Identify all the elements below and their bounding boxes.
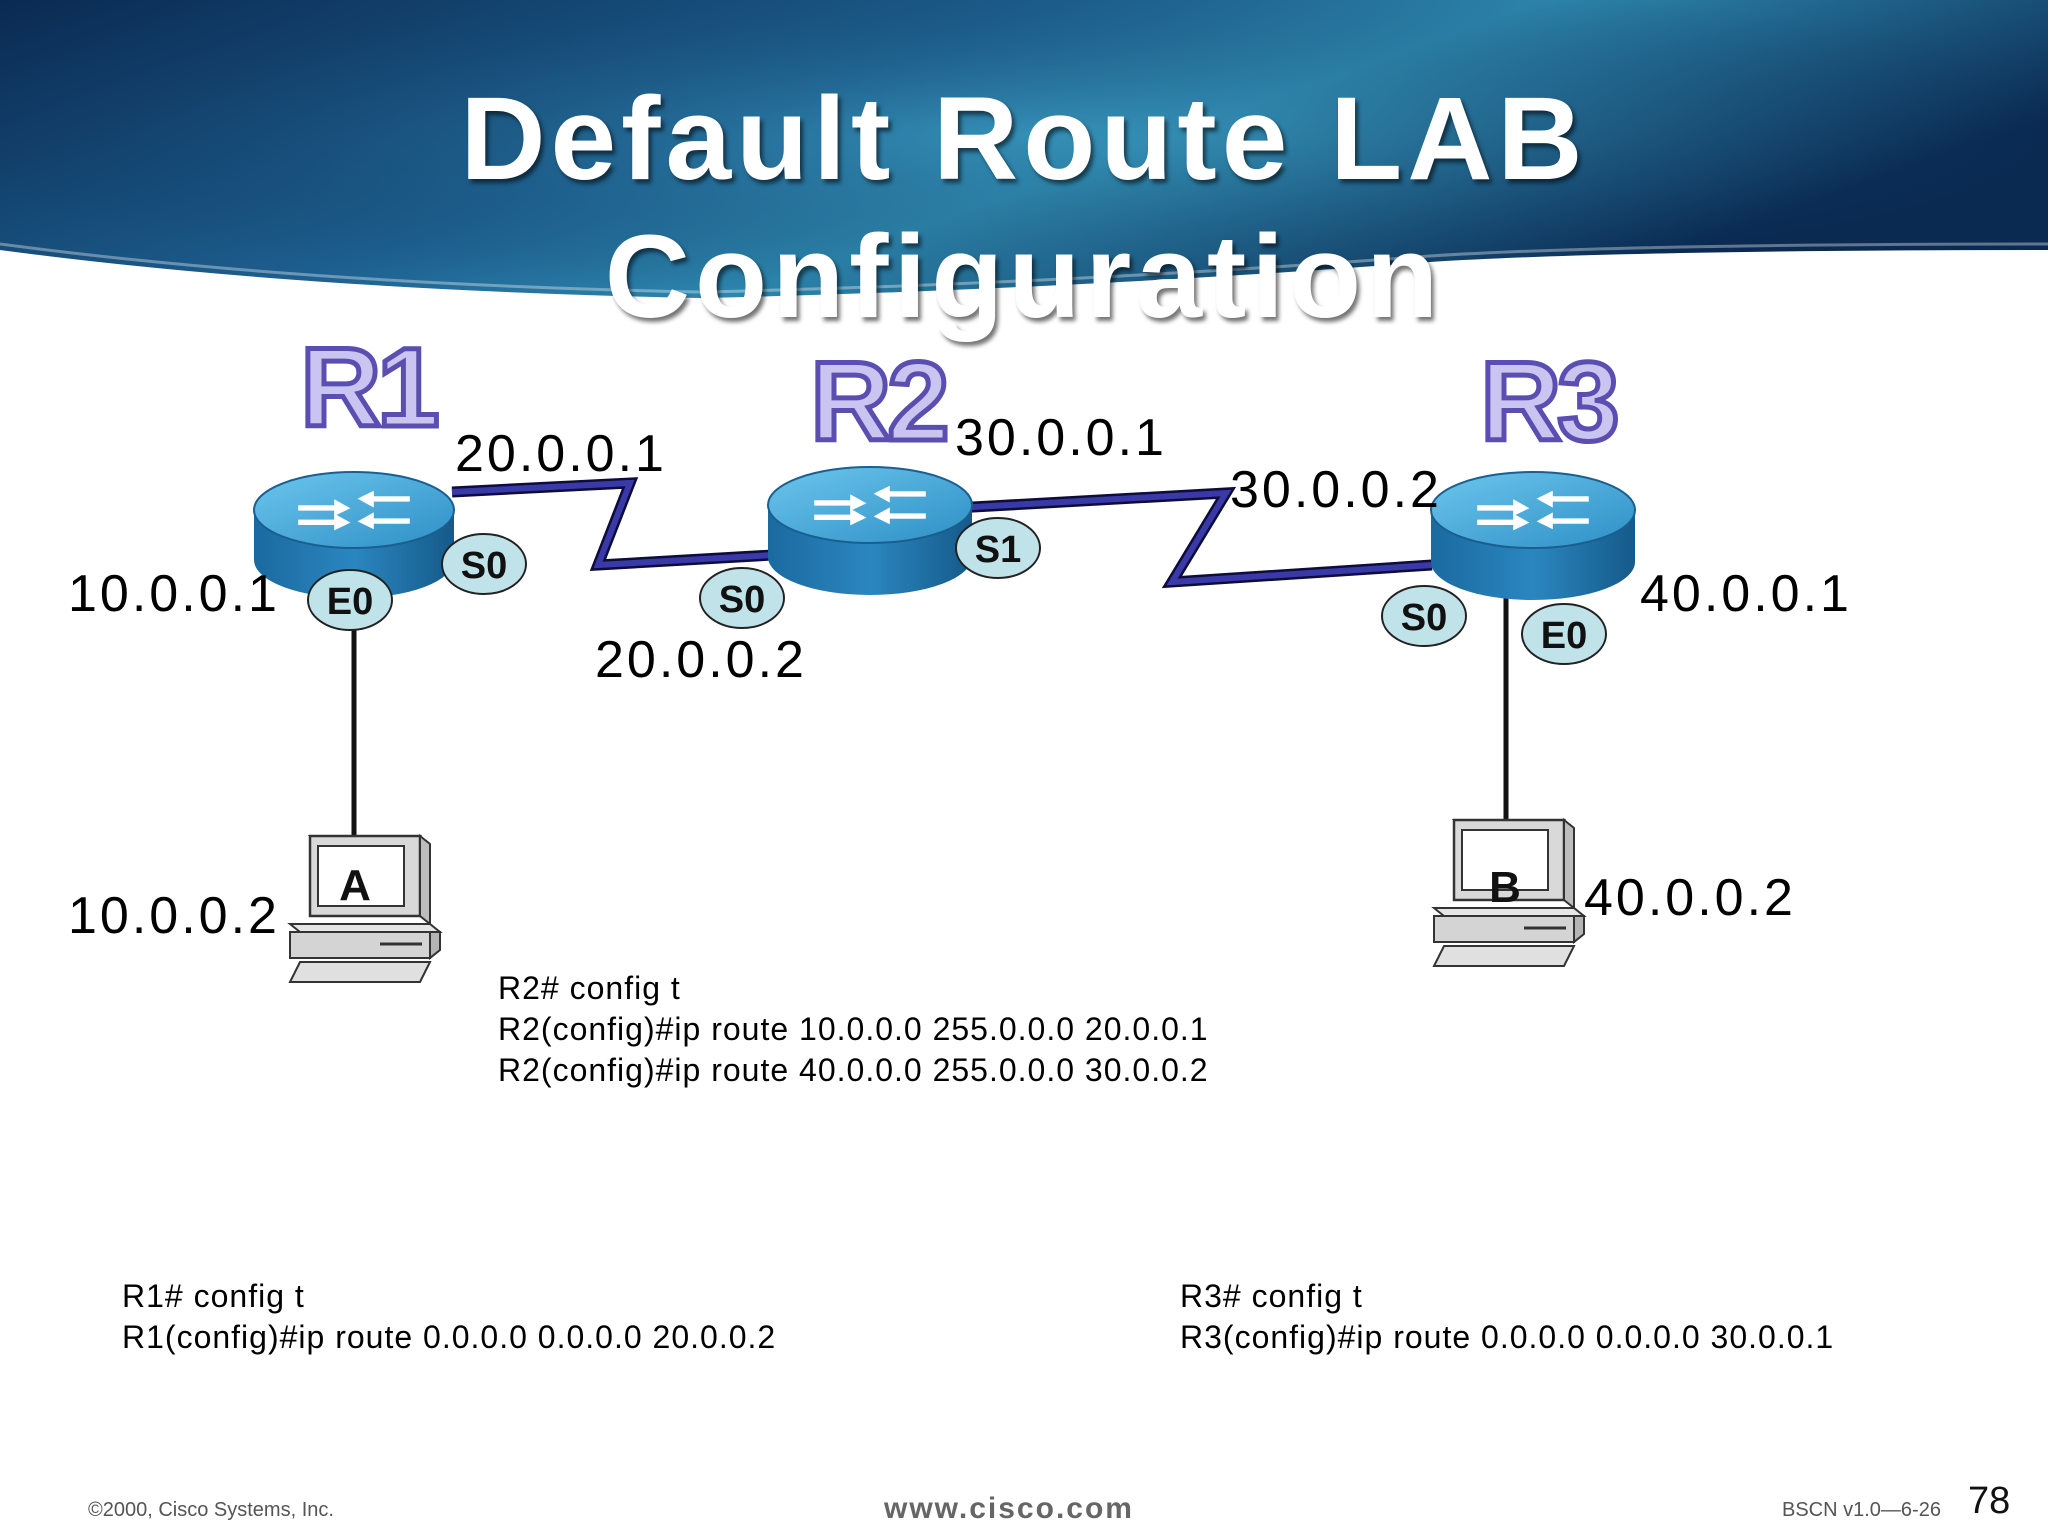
slide-title-line1: Default Route LAB	[460, 73, 1588, 205]
config-r2: R2# config t R2(config)#ip route 10.0.0.…	[498, 968, 1209, 1091]
router-r2-icon[interactable]	[767, 466, 973, 595]
interface-r2-s0[interactable]: S0	[699, 567, 785, 629]
router-r1-icon[interactable]	[253, 471, 455, 598]
host-a-icon[interactable]	[287, 833, 443, 983]
interface-r3-s0[interactable]: S0	[1381, 585, 1467, 647]
interface-r1-e0[interactable]: E0	[307, 569, 393, 631]
ip-r3-s0: 30.0.0.2	[1230, 461, 1442, 519]
ip-host-b: 40.0.0.2	[1584, 869, 1796, 927]
host-label-b: B	[1489, 863, 1521, 912]
ip-r2-s0: 20.0.0.2	[595, 631, 807, 689]
interface-r1-s0[interactable]: S0	[441, 533, 527, 595]
ip-host-a: 10.0.0.2	[68, 887, 280, 945]
interface-r2-s1[interactable]: S1	[955, 517, 1041, 579]
config-line: R2# config t	[498, 970, 681, 1006]
slide-title-line2: Configuration	[604, 211, 1444, 343]
config-line: R1(config)#ip route 0.0.0.0 0.0.0.0 20.0…	[122, 1319, 777, 1355]
footer-website[interactable]: www.cisco.com	[884, 1492, 1134, 1525]
interface-r3-e0[interactable]: E0	[1521, 603, 1607, 665]
config-line: R2(config)#ip route 10.0.0.0 255.0.0.0 2…	[498, 1011, 1209, 1047]
config-line: R3# config t	[1180, 1278, 1363, 1314]
config-line: R1# config t	[122, 1278, 305, 1314]
footer-course: BSCN v1.0—6-26	[1782, 1499, 1941, 1521]
ip-r1-e0: 10.0.0.1	[68, 565, 280, 623]
interface-label: S0	[719, 579, 765, 621]
host-label-a: A	[339, 861, 371, 910]
config-line: R3(config)#ip route 0.0.0.0 0.0.0.0 30.0…	[1180, 1319, 1835, 1355]
ip-r1-s0: 20.0.0.1	[455, 425, 667, 483]
interface-label: E0	[1541, 615, 1587, 657]
interface-label: S1	[975, 529, 1021, 571]
router-label-r1: R1	[300, 325, 437, 450]
config-r3: R3# config t R3(config)#ip route 0.0.0.0…	[1180, 1276, 1834, 1358]
ip-r2-s1: 30.0.0.1	[955, 409, 1167, 467]
interface-label: S0	[461, 545, 507, 587]
footer-copyright: ©2000, Cisco Systems, Inc.	[88, 1499, 334, 1521]
interface-label: E0	[327, 581, 373, 623]
page-number: 78	[1968, 1480, 2011, 1522]
interface-label: S0	[1401, 597, 1447, 639]
router-label-r2: R2	[810, 339, 945, 464]
host-b-icon[interactable]	[1431, 817, 1587, 967]
ip-r3-e0: 40.0.0.1	[1640, 565, 1852, 623]
config-r1: R1# config t R1(config)#ip route 0.0.0.0…	[122, 1276, 776, 1358]
router-r3-icon[interactable]	[1430, 471, 1636, 600]
config-line: R2(config)#ip route 40.0.0.0 255.0.0.0 3…	[498, 1052, 1209, 1088]
router-label-r3: R3	[1480, 339, 1616, 464]
